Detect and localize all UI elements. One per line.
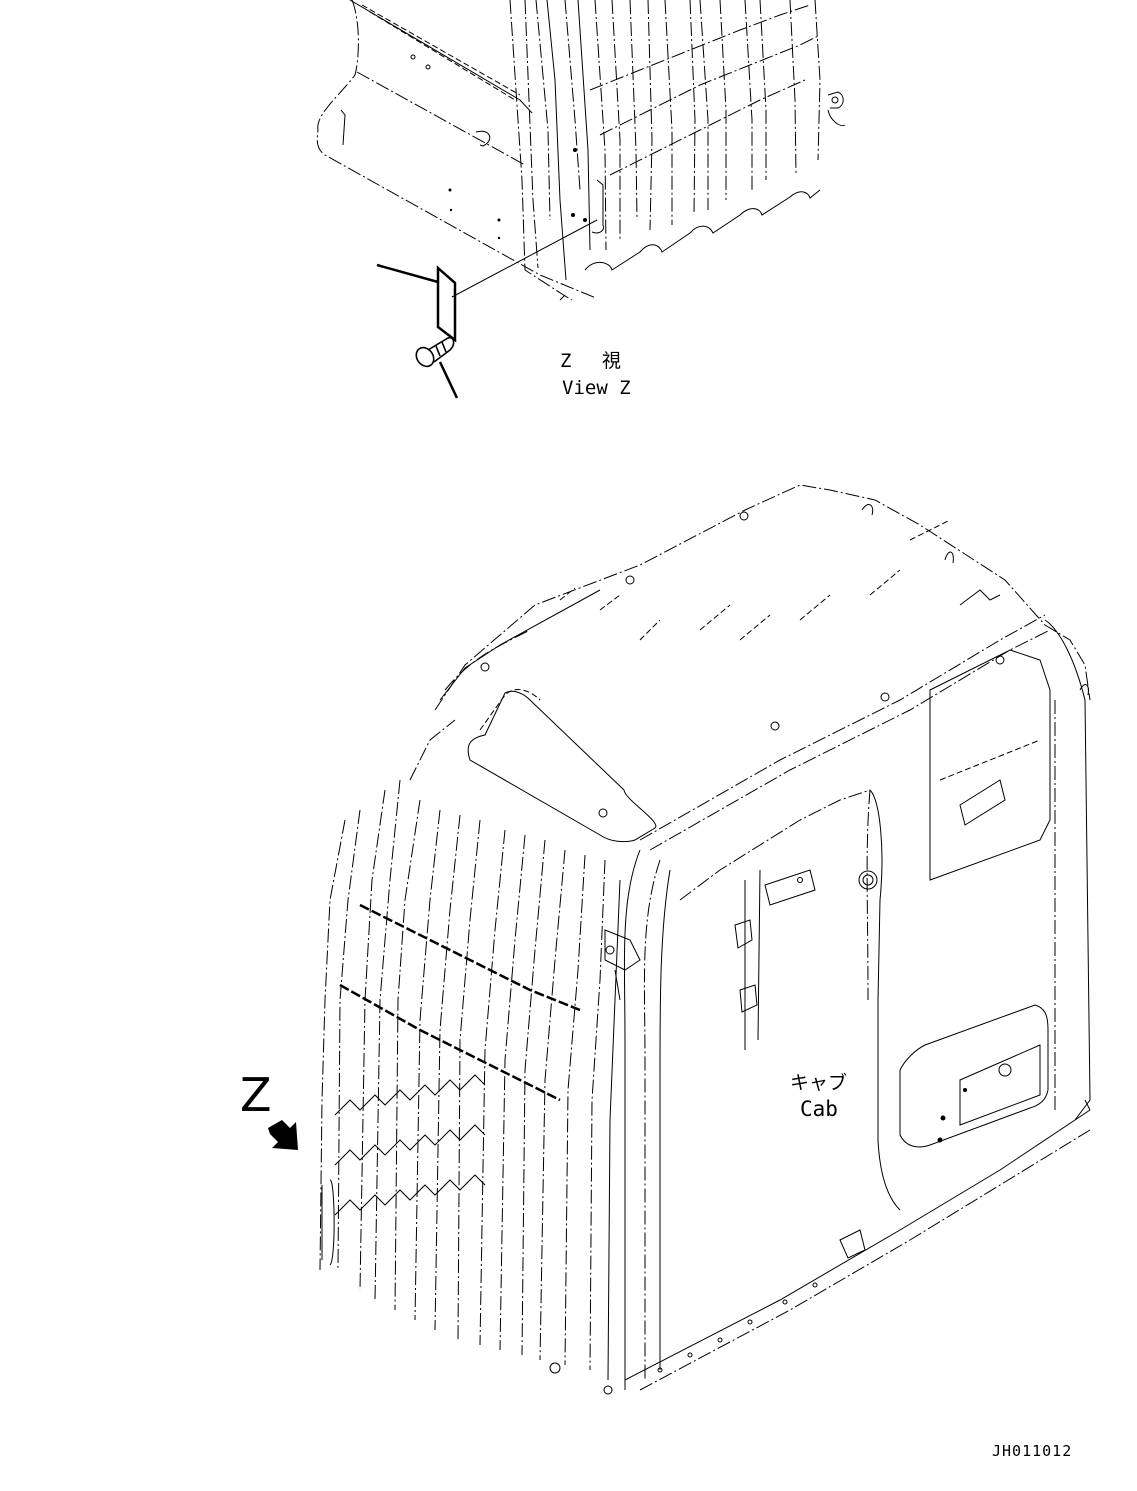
- view-z-title-jp: Z 視: [560, 350, 621, 372]
- view-z-title-en: View Z: [562, 377, 631, 399]
- front-guard-detail: [509, 0, 846, 301]
- label-plate-leader-line: [376, 263, 439, 284]
- cab-label-en: Cab: [800, 1097, 838, 1121]
- projection-line: [451, 219, 598, 298]
- label-plate: [376, 263, 457, 343]
- rivet: [415, 336, 459, 399]
- rivet-leader-line: [438, 361, 459, 399]
- drawing-number: JH011012: [992, 1442, 1073, 1460]
- view-z-marker: Z: [240, 1068, 272, 1122]
- front-guard: [319, 779, 621, 1381]
- view-z-arrow: [268, 1120, 298, 1150]
- view-z-detail: [316, 0, 846, 399]
- roof-window: [467, 690, 657, 843]
- cab-label-jp: キャブ: [790, 1072, 848, 1094]
- arrow-down-right-icon: [268, 1120, 298, 1150]
- cab-assembly: [319, 484, 1091, 1395]
